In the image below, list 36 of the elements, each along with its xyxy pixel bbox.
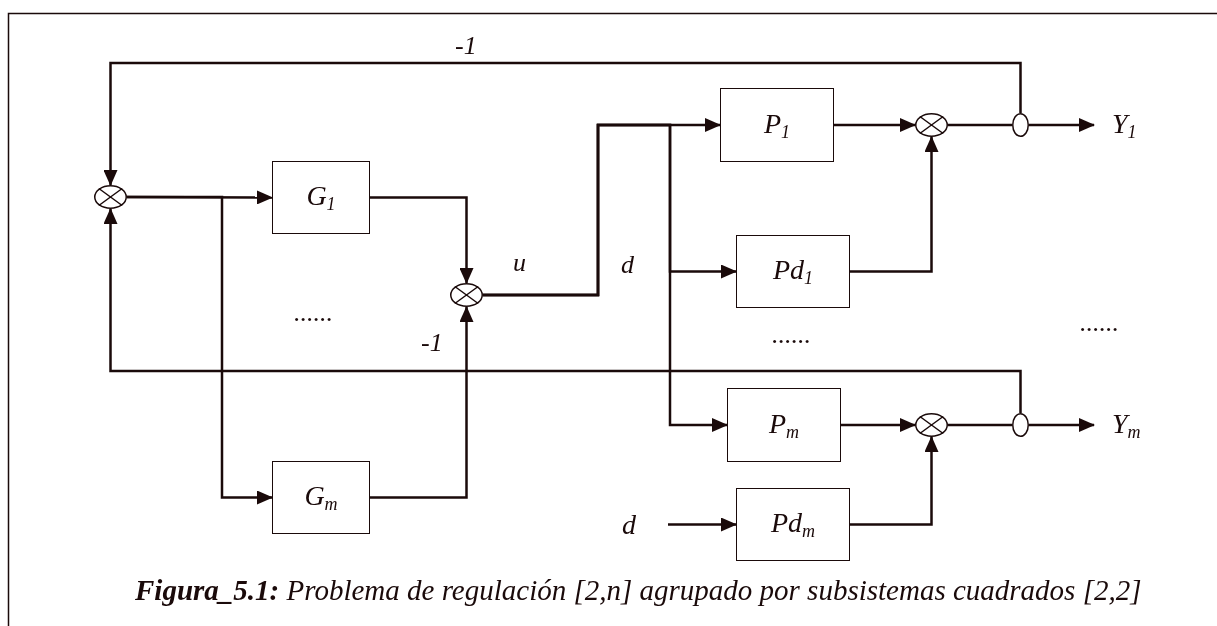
signal-label: u bbox=[513, 250, 526, 276]
ellipsis: ...... bbox=[772, 322, 811, 348]
signal-node-label: d bbox=[622, 504, 668, 545]
arrow bbox=[1029, 418, 1095, 432]
pickoff-point bbox=[1012, 113, 1029, 137]
arrow bbox=[1029, 118, 1095, 132]
transfer-block: Pd$_{m}$ bbox=[736, 488, 850, 561]
arrow bbox=[103, 61, 1022, 186]
arrow bbox=[850, 436, 939, 526]
pickoff-point bbox=[1012, 413, 1029, 437]
arrow bbox=[103, 208, 1022, 413]
signal-node-label: Y$_{1}$ bbox=[1094, 105, 1154, 145]
transfer-block: P$_{m}$ bbox=[727, 388, 841, 462]
figure-caption: Figura_5.1: Problema de regulación [2,n] agrupado por subsistemas cuadrados [2,2] bbox=[135, 576, 1142, 605]
arrow bbox=[834, 118, 916, 132]
arrow bbox=[370, 196, 474, 284]
arrow bbox=[483, 123, 728, 432]
transfer-block: Pd$_{1}$ bbox=[736, 235, 850, 308]
summing-junction bbox=[915, 413, 948, 437]
connector-line bbox=[948, 423, 1012, 427]
transfer-block: P$_{1}$ bbox=[720, 88, 834, 162]
arrow bbox=[841, 418, 916, 432]
arrow bbox=[370, 306, 474, 499]
summing-junction bbox=[450, 283, 483, 307]
signal-label: d bbox=[621, 252, 634, 278]
summing-junction bbox=[94, 185, 127, 209]
signal-node-label: Y$_{m}$ bbox=[1094, 405, 1154, 445]
ellipsis: ...... bbox=[1080, 310, 1119, 336]
ellipsis: ...... bbox=[294, 300, 333, 326]
arrow bbox=[850, 136, 939, 273]
arrow bbox=[127, 195, 273, 505]
transfer-block: G$_{m}$ bbox=[272, 461, 370, 534]
arrow bbox=[668, 517, 737, 532]
summing-junction bbox=[915, 113, 948, 137]
transfer-block: G$_{1}$ bbox=[272, 161, 370, 234]
connector-line bbox=[948, 123, 1012, 127]
